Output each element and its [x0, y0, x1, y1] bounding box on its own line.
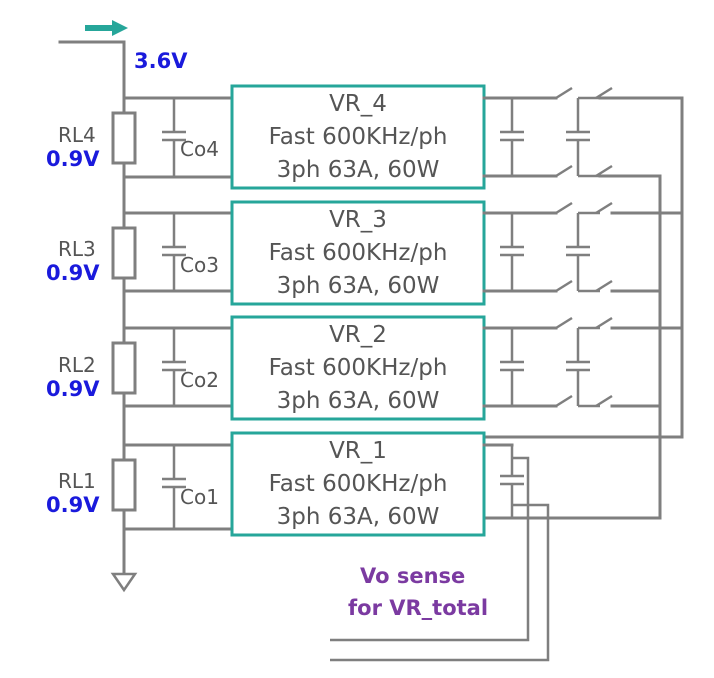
input-voltage: 3.6V — [134, 49, 188, 73]
output-capacitor — [162, 445, 186, 529]
load-voltage: 0.9V — [46, 147, 100, 171]
cap-label: Co2 — [180, 368, 219, 392]
stage-vr3: VR_3 Fast 600KHz/ph 3ph 63A, 60W RL3 0.9… — [46, 200, 684, 306]
return-wire-outer — [482, 96, 684, 439]
load-voltage: 0.9V — [46, 377, 100, 401]
vr-rating: 3ph 63A, 60W — [277, 157, 440, 183]
load-label: RL3 — [58, 237, 96, 261]
vr-block — [230, 200, 486, 306]
stage-vr2: VR_2 Fast 600KHz/ph 3ph 63A, 60W RL2 0.9… — [46, 315, 684, 421]
load-label: RL1 — [58, 469, 96, 493]
vr-name: VR_4 — [329, 91, 387, 117]
vr-name: VR_1 — [329, 438, 387, 464]
input-rail — [58, 40, 126, 584]
load-resistor — [111, 111, 137, 165]
switch-pair — [555, 316, 613, 408]
output-capacitor — [162, 213, 186, 291]
cap-label: Co1 — [180, 485, 219, 509]
load-label: RL2 — [58, 353, 96, 377]
sense-capacitor — [500, 213, 524, 291]
arrow-right-icon — [85, 20, 128, 36]
cap-label: Co3 — [180, 253, 219, 277]
load-label: RL4 — [58, 123, 96, 147]
return-wire-inner — [482, 174, 662, 520]
vr-rating: 3ph 63A, 60W — [277, 273, 440, 299]
vr-name: VR_2 — [329, 322, 387, 348]
vr-frequency: Fast 600KHz/ph — [269, 124, 448, 150]
switch-pair — [555, 86, 613, 178]
sense-line-neg — [330, 503, 550, 662]
sense-capacitor — [500, 445, 524, 518]
sense-label-line2: for VR_total — [348, 596, 488, 620]
stage-vr1: VR_1 Fast 600KHz/ph 3ph 63A, 60W RL1 0.9… — [46, 431, 550, 662]
cap-label: Co4 — [180, 137, 219, 161]
sense-label-line1: Vo sense — [360, 564, 465, 588]
vr-frequency: Fast 600KHz/ph — [269, 240, 448, 266]
vr-block — [230, 84, 486, 190]
output-capacitor — [162, 328, 186, 406]
vr-frequency: Fast 600KHz/ph — [269, 471, 448, 497]
sense-capacitor — [500, 328, 524, 406]
vr-block — [230, 431, 486, 537]
switch-pair — [555, 201, 613, 293]
load-voltage: 0.9V — [46, 261, 100, 285]
vr-rating: 3ph 63A, 60W — [277, 504, 440, 530]
vr-block — [230, 315, 486, 421]
sense-capacitor — [500, 98, 524, 176]
ground-icon — [110, 572, 138, 593]
vr-rating: 3ph 63A, 60W — [277, 388, 440, 414]
vr-name: VR_3 — [329, 207, 387, 233]
output-capacitor — [162, 98, 186, 177]
vr-frequency: Fast 600KHz/ph — [269, 355, 448, 381]
load-resistor — [111, 458, 137, 512]
load-resistor — [111, 226, 137, 280]
sense-line-pos — [330, 456, 530, 642]
stage-vr4: VR_4 Fast 600KHz/ph 3ph 63A, 60W RL4 0.9… — [46, 84, 613, 190]
load-resistor — [111, 341, 137, 395]
load-voltage: 0.9V — [46, 493, 100, 517]
